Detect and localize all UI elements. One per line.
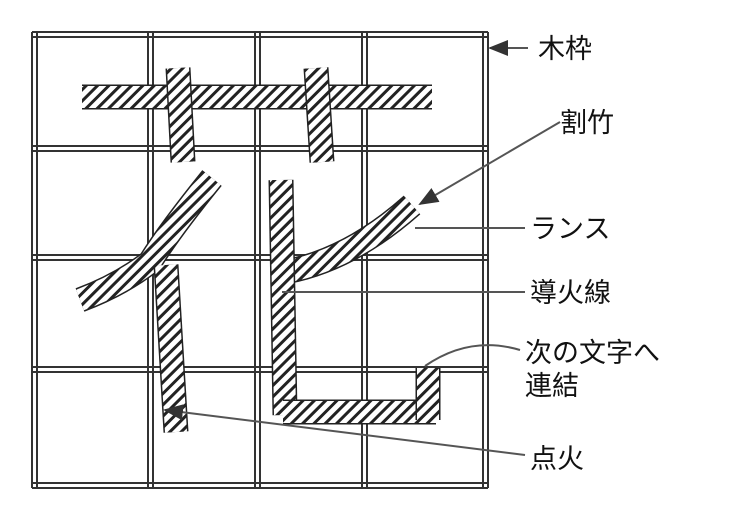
label-ignition: 点火 xyxy=(530,444,584,475)
label-split-bamboo: 割竹 xyxy=(560,108,614,139)
label-frame: 木枠 xyxy=(538,34,592,65)
label-lance: ランス xyxy=(530,214,610,245)
label-link-line2: 連結 xyxy=(525,371,579,402)
lance-character xyxy=(75,67,441,433)
label-fuse: 導火線 xyxy=(530,278,611,309)
leader-lines xyxy=(163,40,561,456)
label-link-line1: 次の文字へ xyxy=(525,338,660,369)
